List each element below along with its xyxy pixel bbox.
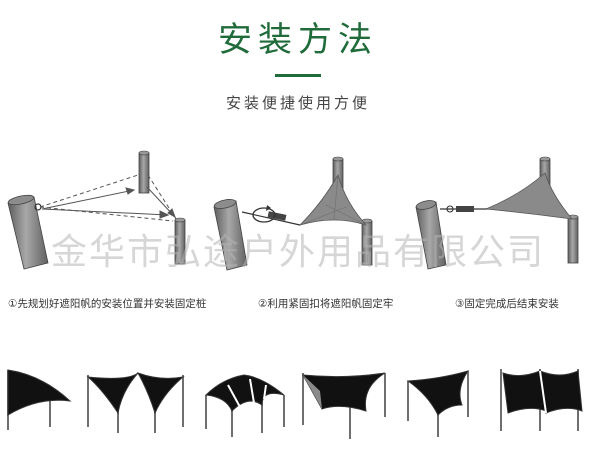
installation-steps-illustration <box>7 150 579 271</box>
right-post-step1 <box>174 217 186 265</box>
planning-lines <box>39 174 177 222</box>
right-post-step3 <box>567 214 579 264</box>
config-2-two-triangles <box>86 372 185 433</box>
page-title: 安装方法 <box>218 20 378 60</box>
sail-step3 <box>485 172 573 220</box>
step-2-caption: ②利用紧固扣将遮阳帆固定牢 <box>258 298 394 310</box>
sail-configurations-illustration <box>7 369 583 439</box>
top-post-step1 <box>138 150 150 194</box>
large-post-step3 <box>415 200 447 270</box>
large-post-step1 <box>7 194 49 270</box>
config-5-diamond-sail <box>406 370 470 437</box>
turnbuckle-step2 <box>241 205 301 226</box>
config-1-single-triangle <box>7 369 72 430</box>
step-3-illustration <box>415 156 579 270</box>
large-post-step2 <box>213 199 248 271</box>
turnbuckle-step3 <box>440 205 487 213</box>
config-4-square-sail <box>302 372 386 439</box>
config-6-layered-sails <box>500 369 583 431</box>
step-1-illustration <box>7 150 186 270</box>
step-2-illustration <box>213 156 373 271</box>
title-underline <box>275 74 321 77</box>
step-captions: ①先规划好遮阳帆的安装位置并安装固定桩 ②利用紧固扣将遮阳帆固定牢 ③固定完成后… <box>0 296 596 314</box>
right-post-step2 <box>361 218 373 266</box>
config-3-multi-triangles <box>204 374 285 437</box>
step-3-caption: ③固定完成后结束安装 <box>455 298 559 310</box>
step-1-caption: ①先规划好遮阳帆的安装位置并安装固定桩 <box>8 298 207 310</box>
sail-step2 <box>298 173 368 226</box>
page-subtitle: 安装便捷使用方便 <box>225 94 370 112</box>
